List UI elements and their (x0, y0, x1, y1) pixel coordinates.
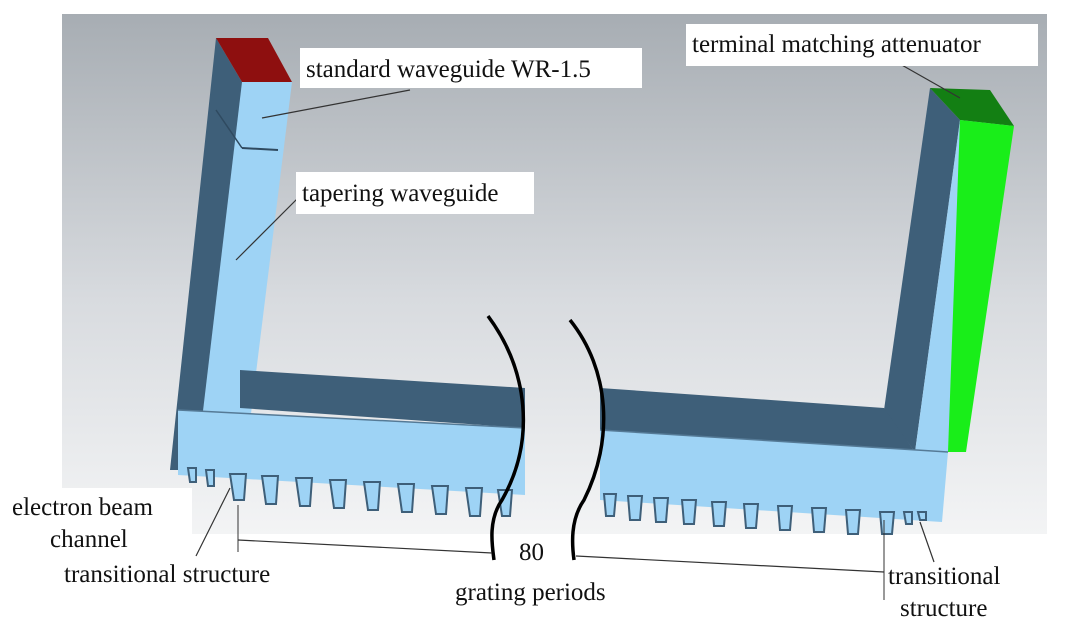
left-section-edge (177, 409, 526, 429)
grating-tooth (742, 503, 760, 529)
label-transitional-right-line1: transitional (888, 563, 1001, 590)
leader-transitional-right (919, 521, 935, 563)
grating-tooth (362, 481, 382, 511)
label-box-electron-beam (0, 488, 192, 558)
grating-tooth (626, 495, 644, 521)
leader-tapering-waveguide (235, 195, 301, 261)
label-transitional-left: transitional structure (64, 561, 270, 588)
grating-tooth (680, 499, 698, 525)
label-transitional-right-line2: structure (900, 595, 987, 622)
leader-transitional-left (195, 487, 231, 557)
label-tapering-waveguide: tapering waveguide (302, 180, 498, 207)
label-box-tapering-waveguide (296, 172, 534, 214)
grating-tooth (430, 485, 450, 515)
terminal-attenuator-body (948, 120, 1014, 452)
label-period-count: 80 (519, 539, 544, 566)
leader-terminal-attenuator (899, 63, 961, 99)
grating-tooth (328, 479, 348, 509)
left-section-body (178, 410, 525, 495)
dimension-line-right (575, 555, 885, 573)
label-electron-beam-line2: channel (50, 526, 128, 553)
grating-tooth (464, 487, 484, 517)
left-waveguide-front-face (196, 82, 292, 470)
grating-tooth (844, 509, 862, 535)
attenuator-top (930, 88, 1014, 126)
right-grating-teeth (602, 493, 927, 535)
grating-tooth (602, 493, 618, 517)
leader-standard-waveguide (261, 89, 411, 119)
grating-tooth (186, 467, 197, 483)
left-section-back-wall (240, 370, 525, 428)
label-grating-periods: grating periods (455, 579, 606, 606)
right-section-back-wall (600, 388, 915, 452)
break-line-left (486, 314, 526, 561)
grating-tooth (776, 505, 794, 531)
grating-tooth (710, 501, 728, 527)
right-section-edge (599, 429, 949, 453)
label-standard-waveguide: standard waveguide WR-1.5 (306, 56, 591, 83)
grating-tooth (228, 473, 248, 501)
grating-tooth (260, 475, 280, 505)
grating-tooth (652, 497, 670, 523)
grating-tooth (878, 511, 896, 535)
grating-tooth (902, 511, 913, 525)
label-terminal-attenuator: terminal matching attenuator (692, 31, 981, 58)
grating-tooth (204, 469, 215, 487)
port-red-top (216, 38, 292, 82)
label-box-terminal-attenuator (686, 24, 1038, 66)
grating-tooth (810, 507, 828, 533)
grating-tooth (294, 477, 314, 507)
grating-tooth (916, 511, 927, 521)
left-vertical-waveguide (170, 38, 292, 470)
left-grating-teeth (186, 467, 514, 517)
waveguide-junction-edge (215, 109, 243, 149)
dimension-line-left (237, 539, 493, 554)
label-box-standard-waveguide (300, 48, 642, 88)
right-waveguide-side-face (884, 88, 960, 452)
break-line-right (568, 318, 606, 561)
waveguide-junction-line (241, 147, 279, 151)
grating-tooth (396, 483, 416, 513)
label-electron-beam-line1: electron beam (12, 494, 153, 521)
